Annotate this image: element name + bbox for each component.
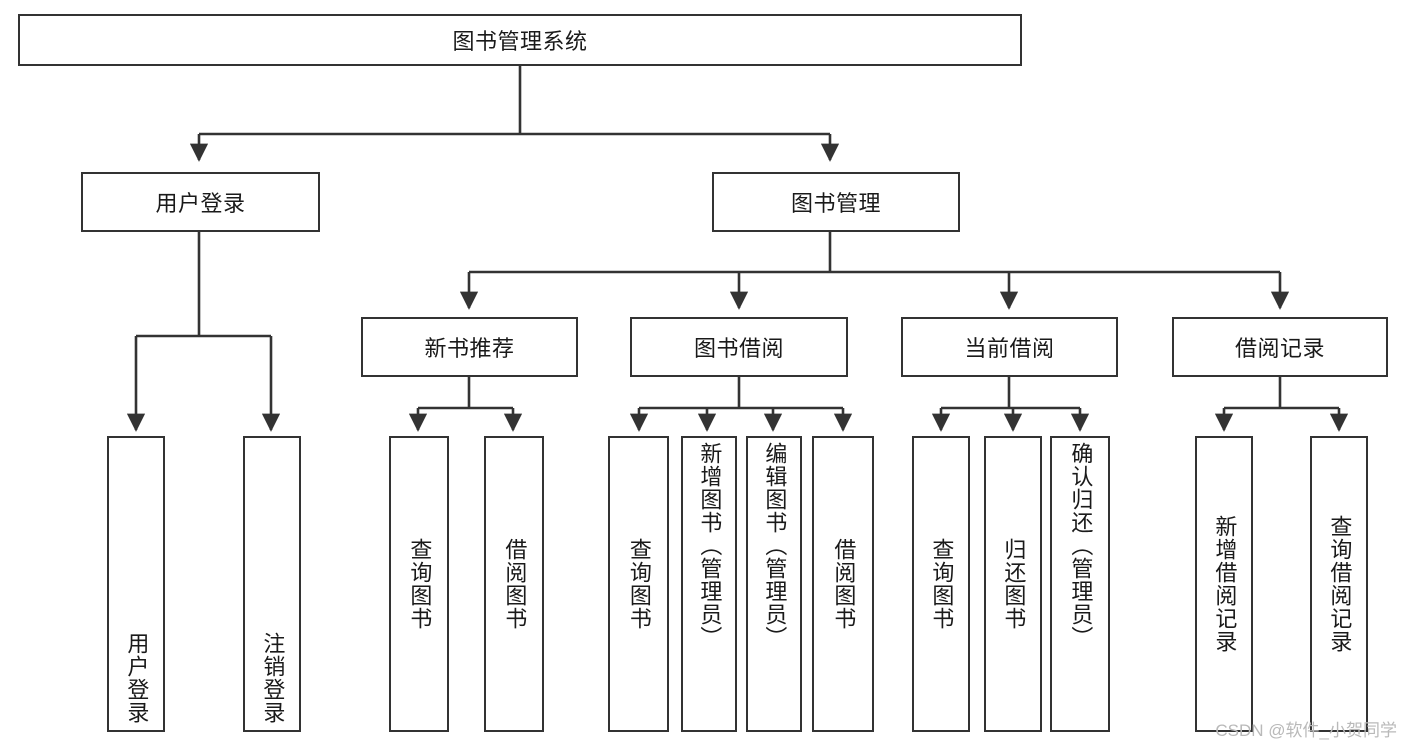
node-current-borrow-label: 当前借阅 [964,336,1055,361]
leaf-return-book[interactable]: 归还图书 [984,436,1042,732]
leaf-confirm-return-admin-label: 确认归还（管理员） [1068,442,1094,649]
leaf-user-login[interactable]: 用户登录 [107,436,165,732]
leaf-borrow-book-borrow[interactable]: 借阅图书 [812,436,874,732]
node-borrow-record[interactable]: 借阅记录 [1172,317,1388,377]
leaf-query-book-recommend-label: 查询图书 [407,538,433,630]
leaf-query-book-borrow[interactable]: 查询图书 [608,436,669,732]
leaf-logout-label: 注销登录 [260,632,286,724]
leaf-query-book-recommend[interactable]: 查询图书 [389,436,449,732]
leaf-edit-book-admin-label: 编辑图书（管理员） [762,442,788,649]
leaf-add-borrow-record-label: 新增借阅记录 [1212,515,1238,653]
node-new-book-recommend-label: 新书推荐 [424,336,515,361]
leaf-query-borrow-record-label: 查询借阅记录 [1327,515,1353,653]
leaf-query-book-current[interactable]: 查询图书 [912,436,970,732]
leaf-query-book-current-label: 查询图书 [929,538,955,630]
leaf-return-book-label: 归还图书 [1001,538,1027,630]
leaf-query-borrow-record[interactable]: 查询借阅记录 [1310,436,1368,732]
leaf-borrow-book-recommend-label: 借阅图书 [502,538,528,630]
node-user-login[interactable]: 用户登录 [81,172,320,232]
leaf-edit-book-admin[interactable]: 编辑图书（管理员） [746,436,802,732]
leaf-borrow-book-recommend[interactable]: 借阅图书 [484,436,544,732]
node-new-book-recommend[interactable]: 新书推荐 [361,317,578,377]
node-root[interactable]: 图书管理系统 [18,14,1022,66]
leaf-logout[interactable]: 注销登录 [243,436,301,732]
leaf-user-login-label: 用户登录 [124,632,150,724]
node-user-login-label: 用户登录 [155,191,246,216]
leaf-query-book-borrow-label: 查询图书 [626,538,652,630]
leaf-add-book-admin[interactable]: 新增图书（管理员） [681,436,737,732]
node-borrow-record-label: 借阅记录 [1234,336,1325,361]
leaf-confirm-return-admin[interactable]: 确认归还（管理员） [1050,436,1110,732]
node-book-management[interactable]: 图书管理 [712,172,960,232]
leaf-borrow-book-borrow-label: 借阅图书 [831,538,857,630]
node-book-management-label: 图书管理 [790,191,881,216]
leaf-add-borrow-record[interactable]: 新增借阅记录 [1195,436,1253,732]
node-root-label: 图书管理系统 [452,29,588,54]
leaf-add-book-admin-label: 新增图书（管理员） [697,442,723,649]
node-book-borrow-label: 图书借阅 [693,336,784,361]
node-book-borrow[interactable]: 图书借阅 [630,317,848,377]
node-current-borrow[interactable]: 当前借阅 [901,317,1118,377]
